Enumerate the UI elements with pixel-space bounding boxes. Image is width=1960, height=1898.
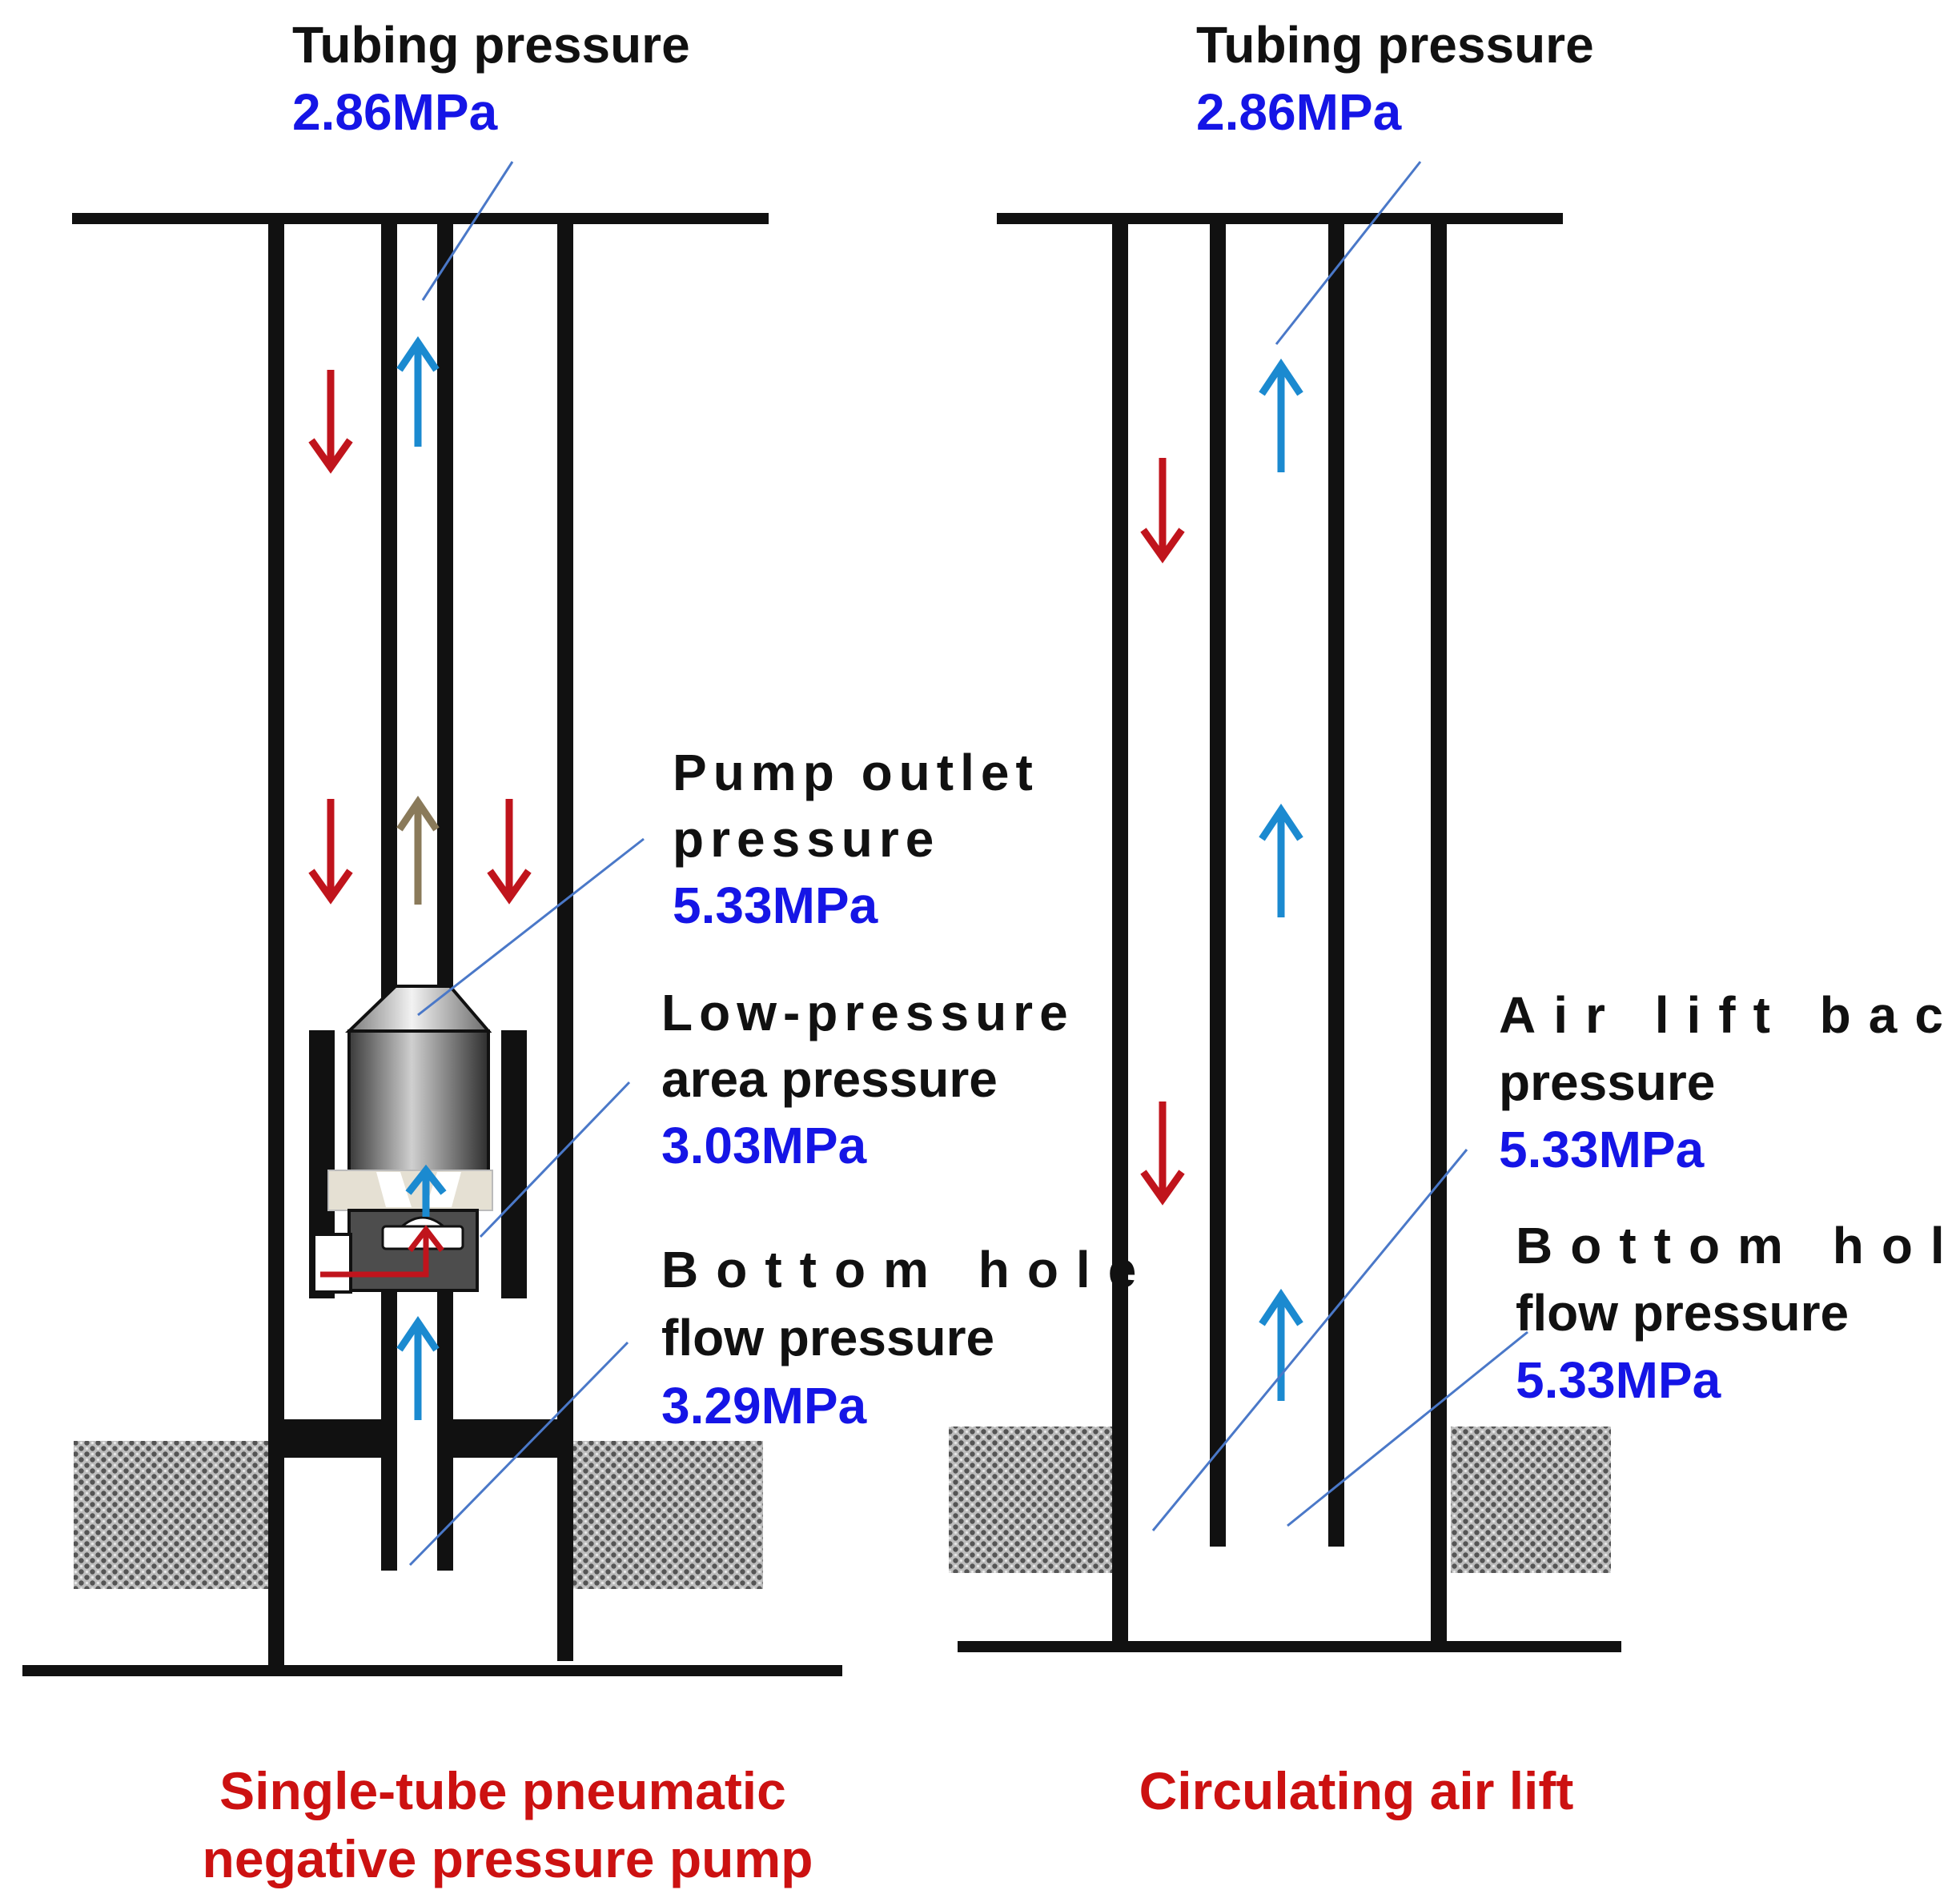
left-well-pipes [22, 213, 842, 1676]
pump-outlet-value: 5.33MPa [673, 877, 878, 934]
leader-bottom-hole [408, 1341, 629, 1567]
bottom-hole-label-line1: Bottom hole [1516, 1217, 1960, 1274]
left-diagram: Tubing pressure 2.86MPa Pump outlet pres… [22, 16, 1154, 1888]
right-caption: Circulating air lift [1139, 1761, 1574, 1820]
right-diagram: Tubing pressure 2.86MPa Air lift back pr… [949, 16, 1960, 1820]
arrow-up-icon [396, 1315, 440, 1420]
low-pressure-value: 3.03MPa [661, 1117, 867, 1174]
tubing-pressure-value: 2.86MPa [292, 83, 498, 141]
packer-left [282, 1419, 381, 1458]
arrow-down-icon [1140, 1101, 1185, 1206]
bottom-hole-label-line2: flow pressure [1516, 1284, 1849, 1342]
right-leader-lines [1151, 161, 1528, 1531]
bottom-hole-value: 3.29MPa [661, 1377, 867, 1435]
formation-right-outer [949, 1427, 1115, 1573]
pump-assembly [309, 985, 527, 1298]
arrow-down-icon [487, 799, 532, 905]
pump-housing-right [501, 1030, 527, 1298]
leader-tubing-pressure [421, 161, 514, 301]
tubing-pressure-label: Tubing pressure [292, 16, 690, 74]
arrow-down-icon [308, 799, 353, 905]
power-fluid-up-arrow [405, 1164, 447, 1217]
bottom-hole-label-line1: Bottom hole [661, 1241, 1154, 1298]
right-well-pipes [958, 213, 1621, 1652]
tubing-pressure-value: 2.86MPa [1196, 83, 1402, 141]
low-pressure-label-line1: Low-pressure [661, 984, 1074, 1041]
leader-pump-outlet [417, 837, 645, 1017]
check-valve-ball [398, 1216, 448, 1228]
formation-left-inner [567, 1441, 763, 1589]
left-flow-arrows [308, 335, 532, 1420]
right-flow-arrows [1140, 358, 1303, 1401]
pump-cone-top [345, 985, 492, 1033]
leader-air-lift [1151, 1149, 1468, 1531]
formation-left-outer [74, 1441, 274, 1589]
leader-low-pressure [479, 1081, 631, 1238]
left-caption-line2: negative pressure pump [203, 1829, 813, 1888]
pump-outlet-label-line1: Pump outlet [673, 744, 1039, 801]
pump-outlet-label-line2: pressure [673, 810, 940, 868]
arrow-up-icon [1259, 358, 1303, 472]
left-leader-lines [408, 161, 645, 1567]
leader-bottom-hole [1287, 1330, 1528, 1527]
air-lift-label-line1: Air lift back [1499, 986, 1960, 1044]
suction-flow-arrowhead [408, 1225, 444, 1253]
formation-right-inner [1451, 1427, 1611, 1573]
air-lift-value: 5.33MPa [1499, 1121, 1705, 1178]
leader-tubing-pressure [1275, 161, 1422, 345]
arrow-up-icon [396, 795, 440, 905]
pump-side-inlet [312, 1233, 352, 1294]
suction-flow-arrow [320, 1233, 429, 1278]
nozzle-left [376, 1172, 412, 1207]
pump-body [347, 1029, 490, 1174]
arrow-down-icon [1140, 458, 1185, 564]
air-lift-label-line2: pressure [1499, 1053, 1715, 1111]
arrow-up-icon [1259, 1288, 1303, 1401]
low-pressure-label-line2: area pressure [661, 1050, 998, 1108]
left-caption-line1: Single-tube pneumatic [219, 1761, 786, 1820]
tubing-pressure-label: Tubing pressure [1196, 16, 1594, 74]
bottom-hole-label-line2: flow pressure [661, 1309, 994, 1366]
arrow-up-icon [396, 335, 440, 447]
bottom-hole-value: 5.33MPa [1516, 1351, 1721, 1409]
arrow-up-icon [1259, 803, 1303, 917]
arrow-down-icon [308, 370, 353, 474]
packer-right [453, 1419, 559, 1458]
